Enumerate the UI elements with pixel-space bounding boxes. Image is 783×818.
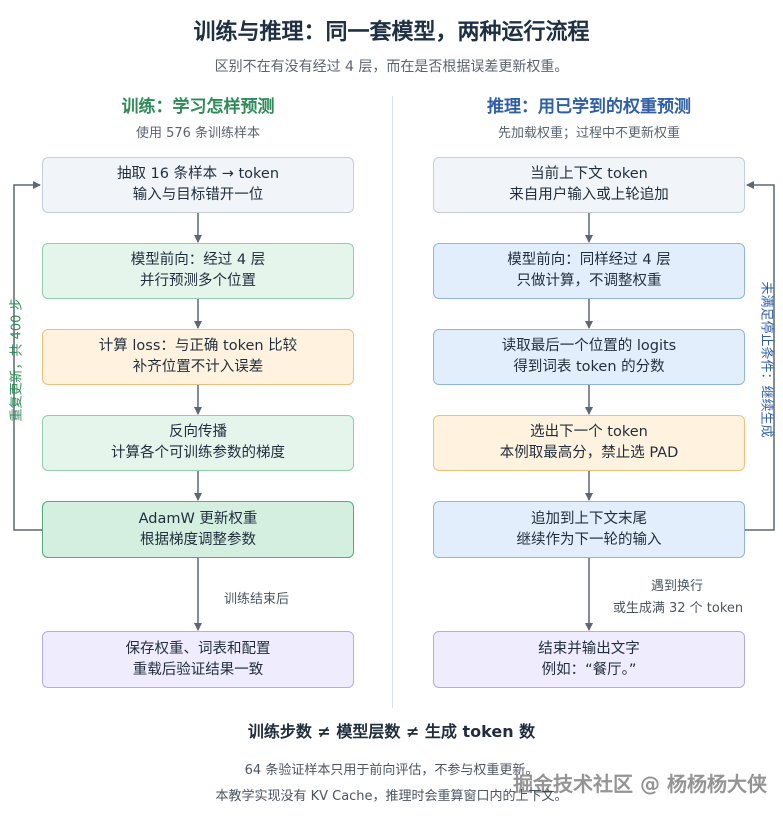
train-step-update: AdamW 更新权重 根据梯度调整参数 — [42, 501, 354, 558]
train-step-save-desc: 重载后验证结果一致 — [132, 661, 264, 678]
training-heading: 训练：学习怎样预测 — [121, 97, 275, 117]
train-step-save: 保存权重、词表和配置 重载后验证结果一致 — [42, 631, 354, 688]
footer-summary: 训练步数 ≠ 模型层数 ≠ 生成 token 数 — [247, 722, 536, 741]
train-step-loss-title: 计算 loss：与正确 token 比较 — [98, 338, 298, 354]
train-step-update-title: AdamW 更新权重 — [138, 510, 258, 527]
column-divider — [392, 96, 393, 708]
infer-step-select: 选出下一个 token 本例取最高分，禁止选 PAD — [433, 415, 745, 471]
watermark: 掘金技术社区 @ 杨杨杨大侠 — [513, 772, 767, 796]
train-loop-label: 重复更新，共 400 步 — [9, 297, 25, 422]
infer-end-label-1: 遇到换行 — [650, 579, 703, 594]
footer-note-1: 64 条验证样本只用于前向评估，不参与权重更新。 — [244, 763, 539, 778]
infer-step-output-desc: 例如：“餐厅。” — [541, 661, 637, 678]
page-subtitle: 区别不在有没有经过 4 层，而在是否根据误差更新权重。 — [214, 59, 569, 75]
infer-step-logits-title: 读取最后一个位置的 logits — [501, 338, 677, 354]
train-loop-line — [13, 181, 42, 531]
infer-step-logits: 读取最后一个位置的 logits 得到词表 token 的分数 — [433, 329, 745, 385]
infer-step-context: 当前上下文 token 来自用户输入或上轮追加 — [433, 157, 745, 213]
train-step-forward-desc: 并行预测多个位置 — [140, 273, 256, 289]
infer-loop-label: 未满足停止条件：继续生成 — [758, 281, 774, 438]
train-step-loss-desc: 补齐位置不计入误差 — [132, 359, 264, 375]
infer-step-append: 追加到上下文末尾 继续作为下一轮的输入 — [433, 501, 745, 558]
infer-step-output: 结束并输出文字 例如：“餐厅。” — [433, 631, 745, 688]
infer-step-context-title: 当前上下文 token — [530, 166, 648, 182]
inference-subheading: 先加载权重；过程中不更新权重 — [497, 126, 680, 141]
infer-step-append-title: 追加到上下文末尾 — [531, 510, 647, 527]
train-step-save-title: 保存权重、词表和配置 — [125, 640, 271, 657]
inference-heading: 推理：用已学到的权重预测 — [487, 97, 691, 117]
infer-step-forward-title: 模型前向：同样经过 4 层 — [507, 252, 671, 268]
train-step-update-desc: 根据梯度调整参数 — [140, 531, 256, 548]
train-step-loss: 计算 loss：与正确 token 比较 补齐位置不计入误差 — [42, 329, 354, 385]
infer-step-forward-desc: 只做计算，不调整权重 — [516, 273, 662, 289]
train-step-sample-title: 抽取 16 条样本 → token — [116, 166, 280, 182]
page-title: 训练与推理：同一套模型，两种运行流程 — [193, 20, 590, 45]
infer-step-output-title: 结束并输出文字 — [538, 640, 640, 657]
train-step-forward-title: 模型前向：经过 4 层 — [130, 252, 266, 268]
train-step-sample-desc: 输入与目标错开一位 — [132, 187, 264, 203]
train-end-label: 训练结束后 — [224, 592, 290, 607]
train-step-forward: 模型前向：经过 4 层 并行预测多个位置 — [42, 243, 354, 299]
infer-step-append-desc: 继续作为下一轮的输入 — [516, 531, 662, 548]
infer-loop-line — [745, 181, 775, 531]
infer-step-select-title: 选出下一个 token — [530, 424, 648, 440]
footer-note-2: 本教学实现没有 KV Cache，推理时会重算窗口内的上下文。 — [215, 789, 568, 804]
train-step-backprop-desc: 计算各个可训练参数的梯度 — [111, 445, 285, 461]
infer-end-label-2: 或生成满 32 个 token — [612, 601, 744, 616]
training-subheading: 使用 576 条训练样本 — [135, 126, 261, 141]
train-step-backprop-title: 反向传播 — [169, 424, 227, 440]
train-step-sample: 抽取 16 条样本 → token 输入与目标错开一位 — [42, 157, 354, 213]
infer-step-logits-desc: 得到词表 token 的分数 — [513, 359, 665, 375]
train-step-backprop: 反向传播 计算各个可训练参数的梯度 — [42, 415, 354, 471]
infer-step-forward: 模型前向：同样经过 4 层 只做计算，不调整权重 — [433, 243, 745, 299]
infer-step-context-desc: 来自用户输入或上轮追加 — [509, 187, 669, 203]
infer-step-select-desc: 本例取最高分，禁止选 PAD — [499, 445, 679, 461]
